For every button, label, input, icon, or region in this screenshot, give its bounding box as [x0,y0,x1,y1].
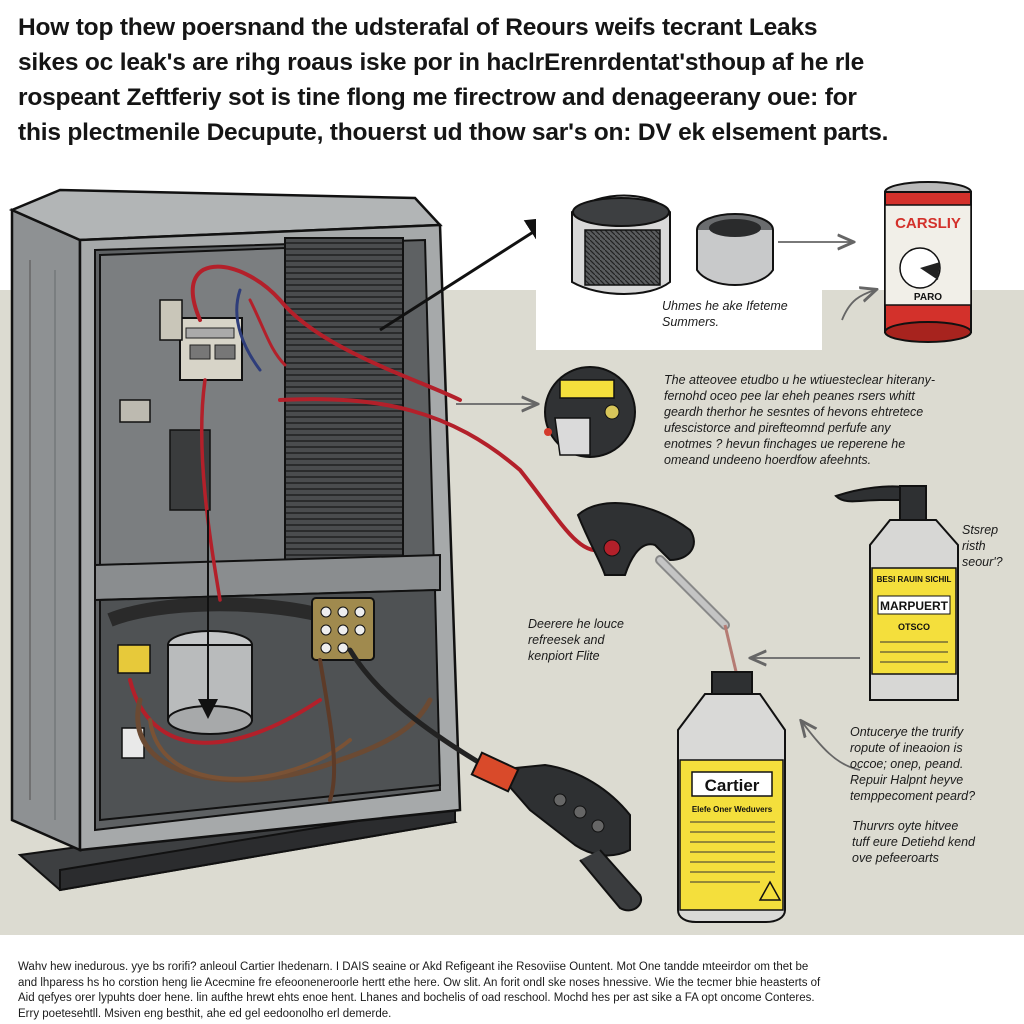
gun-caption: Deerere he louce refreesek and kenpiort … [528,616,624,664]
leak-detector-tool [470,751,643,912]
motor-caption: The atteovee etudbo u he wtiuesteclear h… [664,372,935,468]
page-title: How top thew poersnand the udsterafal of… [18,10,1008,150]
fan-motor-cap [696,213,774,286]
gun-caption-line-3: kenpiort Flite [528,649,600,663]
gun-caption-line-1: Deerere he louce [528,617,624,631]
motor-caption-line-6: omeand undeeno hoerdfow afeehnts. [664,453,872,467]
spray-bottle: BESI RAUIN SICHIL MARPUERT OTSCO [834,485,959,701]
jug-caption-line-4: Repuir Halpnt heyve [850,773,964,787]
jug-caption-line-1: Ontucerye the trurify [850,725,964,739]
footer-line-4: Erry poetesehtll. Msiven eng besthit, ah… [18,1007,392,1020]
jug-caption-secondary: Thurvrs oyte hitvee tuff eure Detiehd ke… [852,818,975,866]
jug-caption: Ontucerye the trurify ropute of ineaoion… [850,724,975,804]
spray-product: MARPUERT [880,599,949,613]
spray-caption: Stsrep risth seour'? [962,522,1003,570]
motor-caption-line-3: geardh therhor he sesntes of hevons ehtr… [664,405,924,419]
jug-caption2-line-3: ove pefeeroarts [852,851,939,865]
fan-caption-line-1: Uhmes he ake Ifeteme [662,299,788,313]
compressor [107,597,322,735]
spray-brand: BESI RAUIN SICHIL [877,575,952,584]
spray-sub-label: OTSCO [898,622,930,632]
footer-line-1: Wahv hew inedurous. yye bs rorifi? anleo… [18,961,809,973]
jug-sub-label: Elefe Oner Weduvers [692,805,773,814]
ac-unit-cabinet [8,188,462,892]
footer-text: Wahv hew inedurous. yye bs rorifi? anleo… [18,960,1008,1022]
title-line-1: How top thew poersnand the udsterafal of… [18,14,818,41]
jug-caption-line-5: temppecoment peard? [850,789,976,803]
spray-caption-line-2: risth [962,539,986,553]
motor-caption-line-4: ufescistorce and pirefteomnd perfufe any [664,421,891,435]
jug-brand: Cartier [705,776,760,795]
jug-arrow [802,722,861,771]
jug-caption2-line-1: Thurvrs oyte hitvee [852,819,959,833]
control-board [119,299,243,511]
refrigerant-can: CARSLIY PARO [884,181,972,343]
jug-caption-line-2: ropute of ineaoion is [850,741,963,755]
title-line-3: rospeant Zeftferiy sot is tine flong me … [18,84,857,111]
motor-capacitor [544,366,636,458]
gun-caption-line-2: refreesek and [528,633,605,647]
jug-caption2-line-2: tuff eure Detiehd kend [852,835,975,849]
can-arrow [841,290,875,321]
condenser-fan-housing [571,194,671,295]
fan-caption: Uhmes he ake Ifeteme Summers. [662,298,788,330]
can-brand: CARSLIY [895,215,961,232]
jug-caption-line-3: occoe; onep, peand. [850,757,964,771]
title-line-2: sikes oc leak's are rihg roaus iske por … [18,49,865,76]
wiring-harness [128,264,607,802]
oil-jug: Cartier Elefe Oner Weduvers [677,671,786,923]
footer-line-3: Aid qefyes orer lypuhts doer hene. lin a… [18,992,815,1004]
spray-caption-line-1: Stsrep [962,523,999,537]
measure-arrows [198,216,558,719]
motor-caption-line-1: The atteovee etudbo u he wtiuesteclear h… [664,373,936,387]
motor-caption-line-5: enotmes ? hevun finchages ue reperene he [664,437,906,451]
refrigerant-gun [576,502,740,681]
fan-caption-line-2: Summers. [662,315,719,329]
spray-caption-line-3: seour'? [962,555,1003,569]
motor-caption-line-2: fernohd oceo pee lar eheh peanes rsers w… [664,389,915,403]
footer-line-2: and lhparess hs ho corstion heng lie Ace… [18,976,821,989]
can-sub-label: PARO [914,292,942,303]
title-line-4: this plectmenile Decupute, thouerst ud t… [18,119,889,146]
